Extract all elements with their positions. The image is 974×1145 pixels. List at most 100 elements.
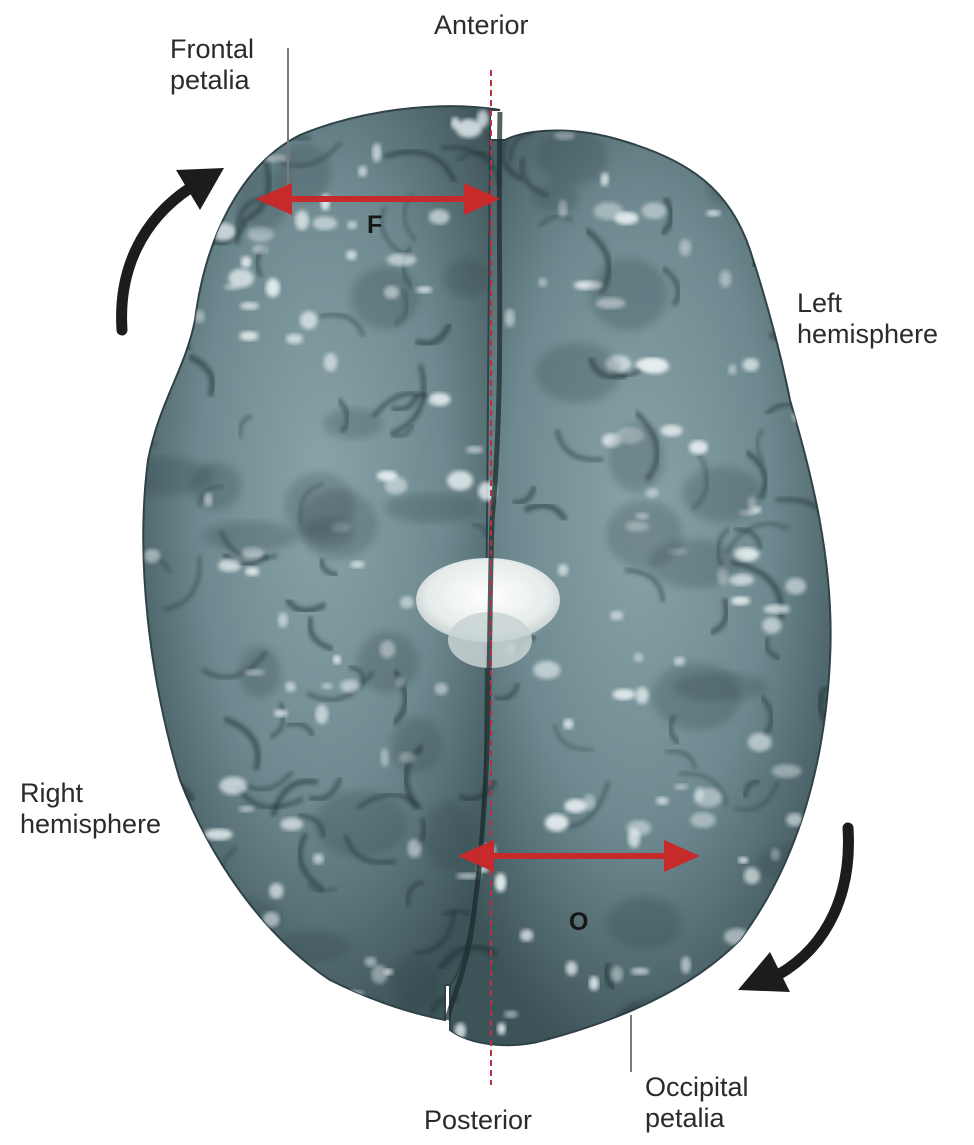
gyrus-highlight — [212, 223, 235, 241]
posterior-label: Posterior — [424, 1105, 532, 1136]
gyrus-highlight — [636, 687, 649, 704]
shadow-blob — [623, 999, 692, 1031]
gyrus-highlight — [785, 578, 806, 595]
gyrus-highlight — [748, 733, 772, 752]
gyrus-highlight — [269, 883, 283, 899]
gyrus-highlight — [764, 604, 791, 614]
gyrus-highlight — [247, 920, 258, 934]
shadow-blob — [204, 521, 300, 551]
gyrus-highlight — [706, 210, 721, 217]
gyrus-highlight — [738, 857, 748, 863]
gyrus-highlight — [400, 596, 414, 609]
shadow-blob — [652, 662, 741, 730]
gyrus-highlight — [365, 957, 377, 967]
gyrus-highlight — [808, 110, 825, 124]
shadow-blob — [271, 931, 350, 963]
gyrus-highlight — [770, 211, 794, 226]
gyrus-highlight — [216, 116, 228, 133]
gyrus-highlight — [610, 611, 623, 620]
gyrus-highlight — [239, 331, 258, 341]
gyrus-highlight — [159, 1026, 168, 1043]
gyrus-highlight — [779, 259, 791, 272]
shadow-blob — [609, 424, 665, 493]
gyrus-highlight — [564, 799, 586, 813]
gyrus-highlight — [634, 653, 643, 663]
gyrus-highlight — [661, 425, 683, 437]
gyrus-highlight — [324, 353, 338, 372]
shadow-blob — [535, 343, 620, 403]
gyrus-highlight — [253, 245, 268, 254]
sulcus-fold — [810, 97, 825, 115]
occipital-petalia-line-2: petalia — [645, 1103, 749, 1134]
gyrus-highlight — [820, 500, 849, 514]
gyrus-highlight — [631, 968, 650, 975]
brain-body — [108, 68, 849, 1057]
gyrus-highlight — [504, 1011, 518, 1019]
gyrus-highlight — [278, 613, 288, 628]
shadow-blob — [314, 791, 406, 858]
gyrus-highlight — [144, 549, 160, 563]
gyrus-highlight — [520, 929, 533, 941]
shadow-blob — [392, 956, 438, 1007]
shadow-blob — [201, 931, 271, 993]
gyrus-highlight — [218, 559, 241, 572]
shadow-blob — [683, 467, 762, 522]
right-hemisphere-label: Right hemisphere — [20, 778, 161, 840]
gyrus-highlight — [241, 256, 252, 268]
gyrus-highlight — [628, 828, 640, 848]
gyrus-highlight — [466, 446, 483, 454]
gyrus-highlight — [204, 829, 232, 841]
gyrus-highlight — [601, 172, 609, 186]
gyrus-highlight — [371, 965, 387, 984]
shadow-blob — [190, 898, 281, 939]
gyrus-highlight — [545, 814, 569, 832]
gyrus-highlight — [642, 203, 667, 220]
gyrus-highlight — [161, 136, 191, 149]
occipital-marker-letter: O — [569, 908, 588, 937]
right-hemisphere-line-1: Right — [20, 778, 161, 809]
gyrus-highlight — [300, 311, 317, 329]
gyrus-highlight — [724, 928, 750, 945]
frontal-marker-letter: F — [367, 211, 382, 240]
gyrus-highlight — [158, 315, 186, 321]
anterior-label: Anterior — [434, 10, 529, 41]
gyrus-highlight — [298, 112, 320, 121]
gyrus-highlight — [347, 221, 358, 230]
gyrus-highlight — [322, 683, 333, 689]
gyrus-highlight — [497, 1023, 505, 1035]
gyrus-highlight — [743, 358, 759, 371]
gyrus-highlight — [495, 873, 507, 892]
frontal-petalia-line-1: Frontal — [170, 34, 254, 65]
gyrus-highlight — [728, 364, 736, 375]
shadow-blob — [748, 82, 844, 139]
gyrus-highlight — [563, 719, 573, 730]
sulcus-fold — [836, 123, 842, 142]
shadow-blob — [607, 896, 681, 949]
gyrus-highlight — [429, 209, 450, 224]
gyrus-highlight — [372, 143, 381, 162]
gyrus-highlight — [447, 471, 473, 491]
gyrus-highlight — [223, 121, 248, 127]
sulcus-fold — [600, 117, 609, 134]
frontal-petalia-line-2: petalia — [170, 65, 254, 96]
occipital-petalia-label: Occipital petalia — [645, 1072, 749, 1134]
sulcus-fold — [195, 117, 214, 154]
sulcus-fold — [669, 1029, 693, 1037]
gyrus-highlight — [246, 1006, 256, 1024]
gyrus-highlight — [239, 806, 255, 812]
gyrus-highlight — [295, 210, 309, 230]
gyrus-highlight — [229, 269, 254, 288]
gyrus-highlight — [387, 253, 417, 266]
gyrus-highlight — [285, 682, 296, 692]
shadow-blob — [424, 801, 474, 870]
gyrus-highlight — [558, 564, 569, 576]
gyrus-highlight — [340, 680, 360, 693]
shadow-blob — [444, 257, 489, 298]
gyrus-highlight — [533, 661, 560, 679]
gyrus-highlight — [589, 976, 599, 991]
gyrus-highlight — [266, 278, 280, 297]
gyrus-highlight — [280, 818, 303, 831]
left-hemisphere-line-1: Left — [797, 288, 938, 319]
